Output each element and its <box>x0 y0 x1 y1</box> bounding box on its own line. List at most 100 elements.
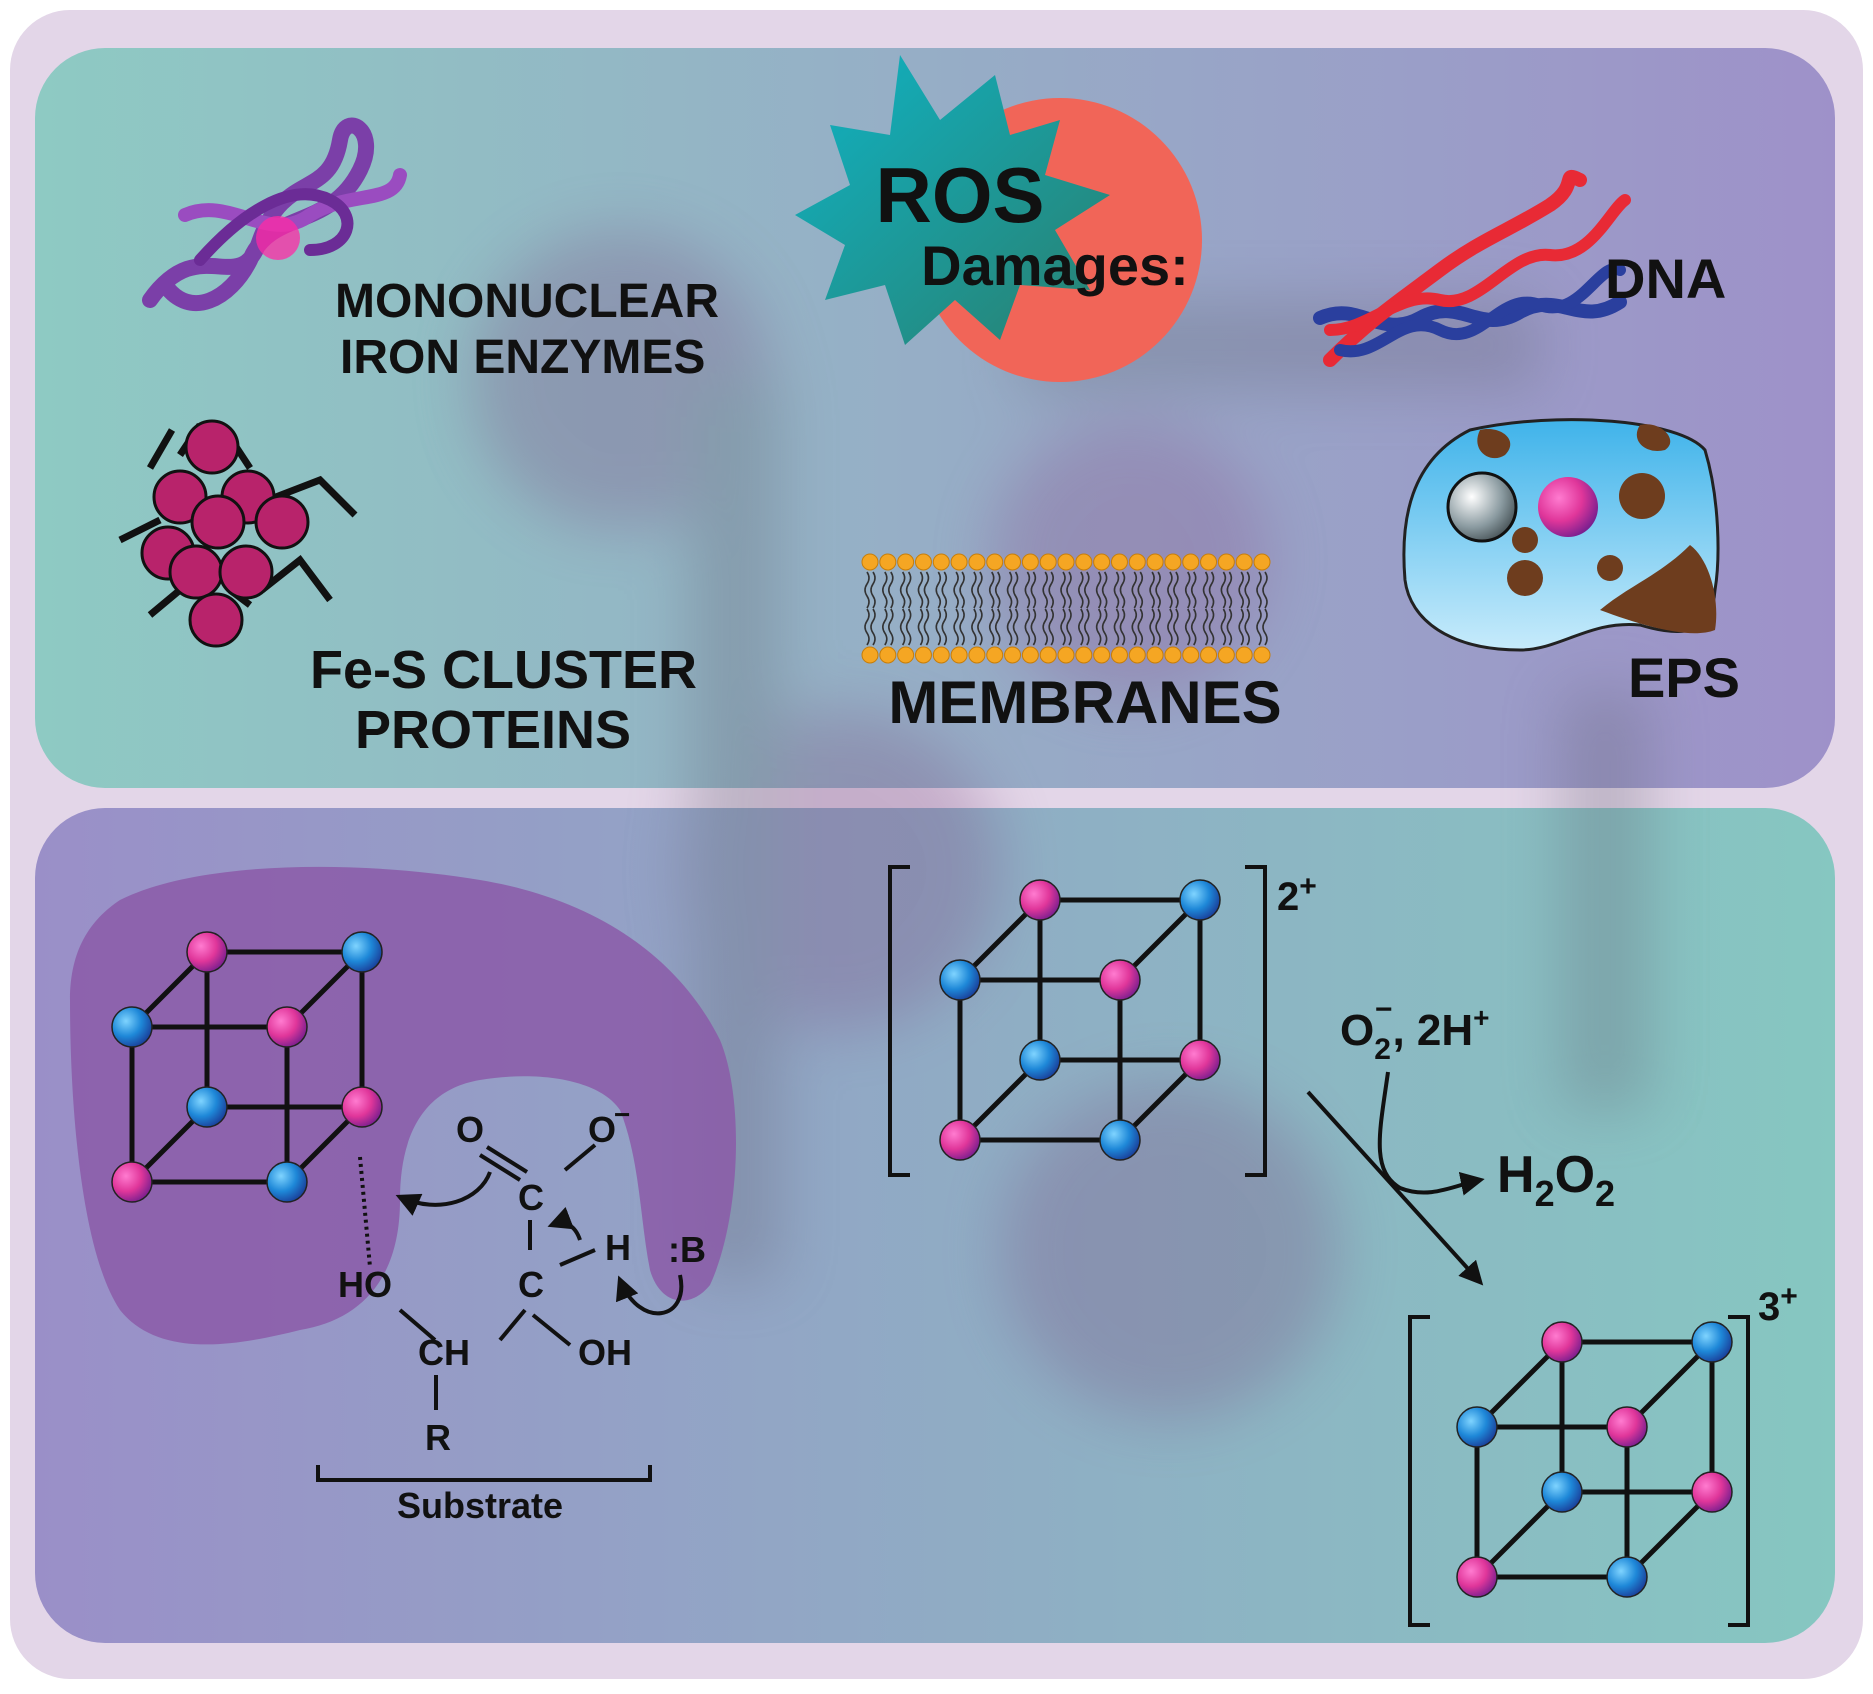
fes-label-line2: PROTEINS <box>355 700 631 760</box>
lipid-head <box>1110 646 1128 664</box>
cluster-atom <box>1691 1471 1733 1513</box>
enzyme-fes-cube <box>111 931 383 1203</box>
product-h2o2: H2O2 <box>1497 1146 1615 1214</box>
atom-ho: HO <box>338 1264 392 1305</box>
cluster-atom <box>341 931 383 973</box>
cluster-atom <box>1606 1406 1648 1448</box>
cluster-atom <box>341 1086 383 1128</box>
atom-carbonyl-o: O <box>456 1109 484 1150</box>
atom-r: R <box>425 1417 451 1458</box>
lipid-head <box>1021 646 1039 664</box>
cluster-atom <box>1019 879 1061 921</box>
lipid-head <box>1075 553 1093 571</box>
lipid-head <box>1004 553 1022 571</box>
eps-matrix-icon <box>1402 418 1720 652</box>
lipid-head <box>914 646 932 664</box>
ros-badge: ROS Damages: <box>795 55 1202 382</box>
cluster-atom <box>1456 1556 1498 1598</box>
lipid-head <box>1093 646 1111 664</box>
lipid-head <box>1235 553 1253 571</box>
cluster-atom <box>1541 1471 1583 1513</box>
cluster-atom <box>1541 1321 1583 1363</box>
dna-helix-icon <box>1313 169 1631 367</box>
cluster-atom <box>1099 1119 1141 1161</box>
lipid-head <box>861 646 879 664</box>
cluster-atom <box>186 1086 228 1128</box>
substrate-mechanism: O O − C H :B HO C CH OH R Substrate <box>316 1099 706 1526</box>
lipid-head <box>1128 646 1146 664</box>
charge-2plus: 2+ <box>1277 870 1317 919</box>
cluster-atom <box>111 1006 153 1048</box>
lipid-head <box>1057 553 1075 571</box>
cluster-cube-2plus <box>939 879 1221 1161</box>
lipid-head <box>879 553 897 571</box>
ros-starburst <box>795 55 1110 345</box>
eps-label: EPS <box>1628 646 1740 709</box>
lipid-head <box>1146 646 1164 664</box>
lipid-head <box>968 646 986 664</box>
fes-cluster-icon <box>118 419 358 648</box>
cluster-atom <box>1606 1556 1648 1598</box>
lipid-head <box>1217 553 1235 571</box>
lipid-head <box>1039 646 1057 664</box>
cluster-atom <box>266 1161 308 1203</box>
ros-subtitle: Damages: <box>921 234 1189 297</box>
atom-carboxylate-o: O <box>588 1109 616 1150</box>
lipid-head <box>897 553 915 571</box>
lipid-head <box>1200 553 1218 571</box>
lipid-head <box>1235 646 1253 664</box>
lipid-head <box>1128 553 1146 571</box>
cluster-atom <box>1179 1039 1221 1081</box>
lipid-head <box>1164 646 1182 664</box>
lipid-head <box>1200 646 1218 664</box>
cluster-atom <box>1019 1039 1061 1081</box>
lipid-head <box>1021 553 1039 571</box>
atom-c1: C <box>518 1177 544 1218</box>
cluster-atom <box>1179 879 1221 921</box>
membranes-label: MEMBRANES <box>888 669 1281 736</box>
lipid-head <box>1075 646 1093 664</box>
charge-3plus: 3+ <box>1758 1280 1798 1329</box>
lipid-head <box>897 646 915 664</box>
top-panel <box>35 48 1835 788</box>
atom-c2: C <box>518 1264 544 1305</box>
lipid-head <box>1164 553 1182 571</box>
cluster-atom <box>111 1161 153 1203</box>
substrate-label: Substrate <box>397 1485 563 1526</box>
atom-h: H <box>605 1227 631 1268</box>
oxidation-reaction: 2+ 3+ O2−, 2H+ H2O2 <box>888 865 1798 1627</box>
protein-ribbon-icon <box>142 117 407 311</box>
lipid-head <box>986 646 1004 664</box>
cluster-atom <box>1691 1321 1733 1363</box>
lipid-head <box>932 646 950 664</box>
cluster-atom <box>1456 1406 1498 1448</box>
lipid-head <box>1057 646 1075 664</box>
lipid-head <box>1110 553 1128 571</box>
carboxylate-charge: − <box>614 1099 630 1130</box>
lipid-head <box>1004 646 1022 664</box>
fes-label-line1: Fe-S CLUSTER <box>310 640 697 700</box>
ros-title: ROS <box>875 151 1044 239</box>
mononuclear-label-line2: IRON ENZYMES <box>340 331 705 384</box>
lipid-head <box>950 553 968 571</box>
lipid-head <box>968 553 986 571</box>
lipid-head <box>879 646 897 664</box>
cluster-atom <box>939 1119 981 1161</box>
cluster-atom <box>186 931 228 973</box>
lipid-head <box>914 553 932 571</box>
lipid-head <box>1253 553 1271 571</box>
lipid-head <box>1182 553 1200 571</box>
lipid-head <box>932 553 950 571</box>
atom-base: :B <box>668 1229 706 1270</box>
lipid-head <box>1182 646 1200 664</box>
cluster-atom <box>1099 959 1141 1001</box>
lipid-head <box>861 553 879 571</box>
lipid-head <box>986 553 1004 571</box>
lipid-head <box>1039 553 1057 571</box>
cluster-atom <box>939 959 981 1001</box>
lipid-head <box>1093 553 1111 571</box>
lipid-head <box>1146 553 1164 571</box>
enzyme-pocket-blob <box>70 866 737 1345</box>
